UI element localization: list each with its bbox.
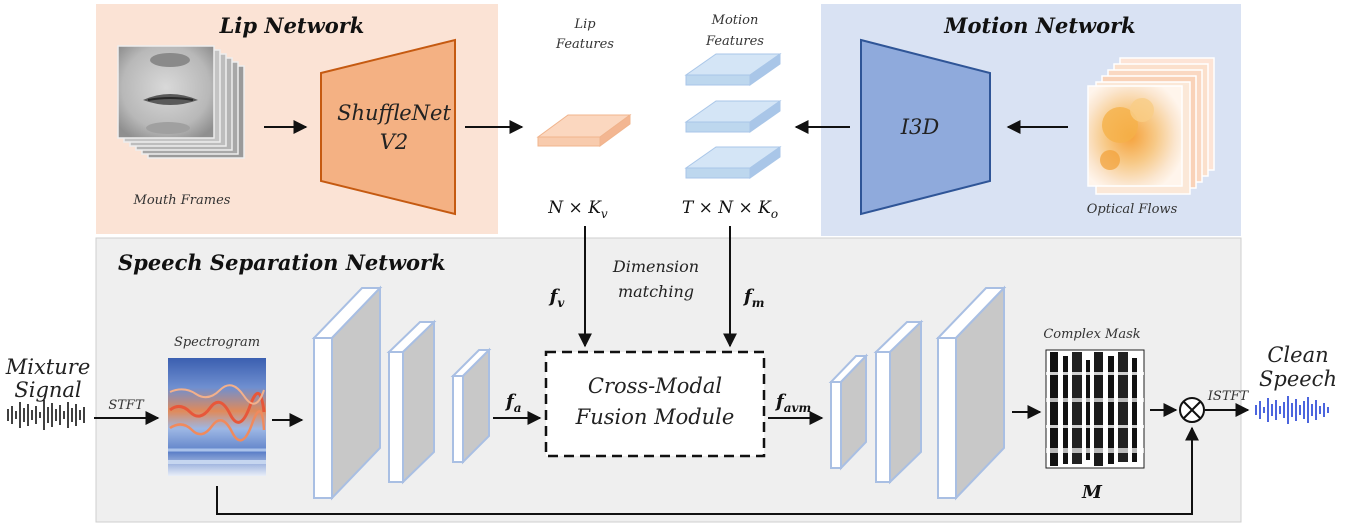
shufflenet-v2-block — [320, 38, 456, 216]
motion-network-title: Motion Network — [943, 13, 1135, 38]
speech-separation-title: Speech Separation Network — [118, 250, 446, 275]
skip-connection-line — [216, 426, 1199, 515]
mask-symbol: M — [1081, 482, 1103, 503]
mixture-signal-line1: Mixture — [5, 355, 91, 379]
mixture-signal-line2: Signal — [14, 378, 81, 402]
fusion-label-line1: Cross-Modal — [588, 374, 722, 398]
mouth-frames-image — [117, 45, 245, 159]
fusion-label-line2: Fusion Module — [575, 405, 735, 429]
decoder-conv-block-3 — [935, 285, 1007, 501]
motion-features-label-line2: Features — [705, 34, 764, 49]
multiply-operator — [1179, 397, 1205, 423]
motion-feature-shape: T × N × Ko — [682, 198, 778, 221]
clean-speech-line1: Clean — [1267, 343, 1328, 367]
istft-label: ISTFT — [1207, 389, 1250, 404]
i3d-label: I3D — [900, 115, 940, 139]
i3d-block — [860, 38, 991, 216]
mixture-waveform — [7, 400, 85, 430]
shufflenet-label-line1: ShuffleNet — [337, 101, 451, 125]
decoder-conv-block-1 — [828, 353, 869, 471]
dimension-matching-line1: Dimension — [612, 257, 699, 276]
fv-symbol: fv — [548, 286, 566, 310]
encoder-conv-block-2 — [386, 319, 437, 485]
motion-features-label-line1: Motion — [711, 13, 759, 28]
spectrogram-label: Spectrogram — [174, 335, 260, 350]
decoder-conv-block-2 — [873, 319, 924, 485]
lip-network-title: Lip Network — [219, 13, 365, 38]
lip-feature-shape: N × Kv — [547, 198, 608, 221]
complex-mask-label: Complex Mask — [1043, 327, 1140, 342]
optical-flows-label: Optical Flows — [1087, 202, 1178, 217]
complex-mask-image — [1045, 349, 1145, 469]
lip-features-label-line2: Features — [555, 37, 614, 52]
stft-label: STFT — [108, 398, 145, 413]
optical-flows-image — [1087, 57, 1215, 195]
encoder-conv-block-1 — [311, 285, 383, 501]
shufflenet-label-line2: V2 — [380, 130, 409, 154]
encoder-conv-block-3 — [450, 347, 492, 465]
spectrogram-image — [168, 358, 266, 476]
lip-feature-block — [536, 114, 632, 147]
motion-feature-blocks — [684, 53, 782, 179]
clean-speech-waveform — [1255, 396, 1329, 424]
mouth-frames-label: Mouth Frames — [133, 193, 231, 208]
lip-features-label-line1: Lip — [573, 17, 596, 32]
cross-modal-fusion-module — [544, 350, 766, 458]
clean-speech-line2: Speech — [1259, 367, 1337, 391]
dimension-matching-line2: matching — [618, 282, 694, 301]
